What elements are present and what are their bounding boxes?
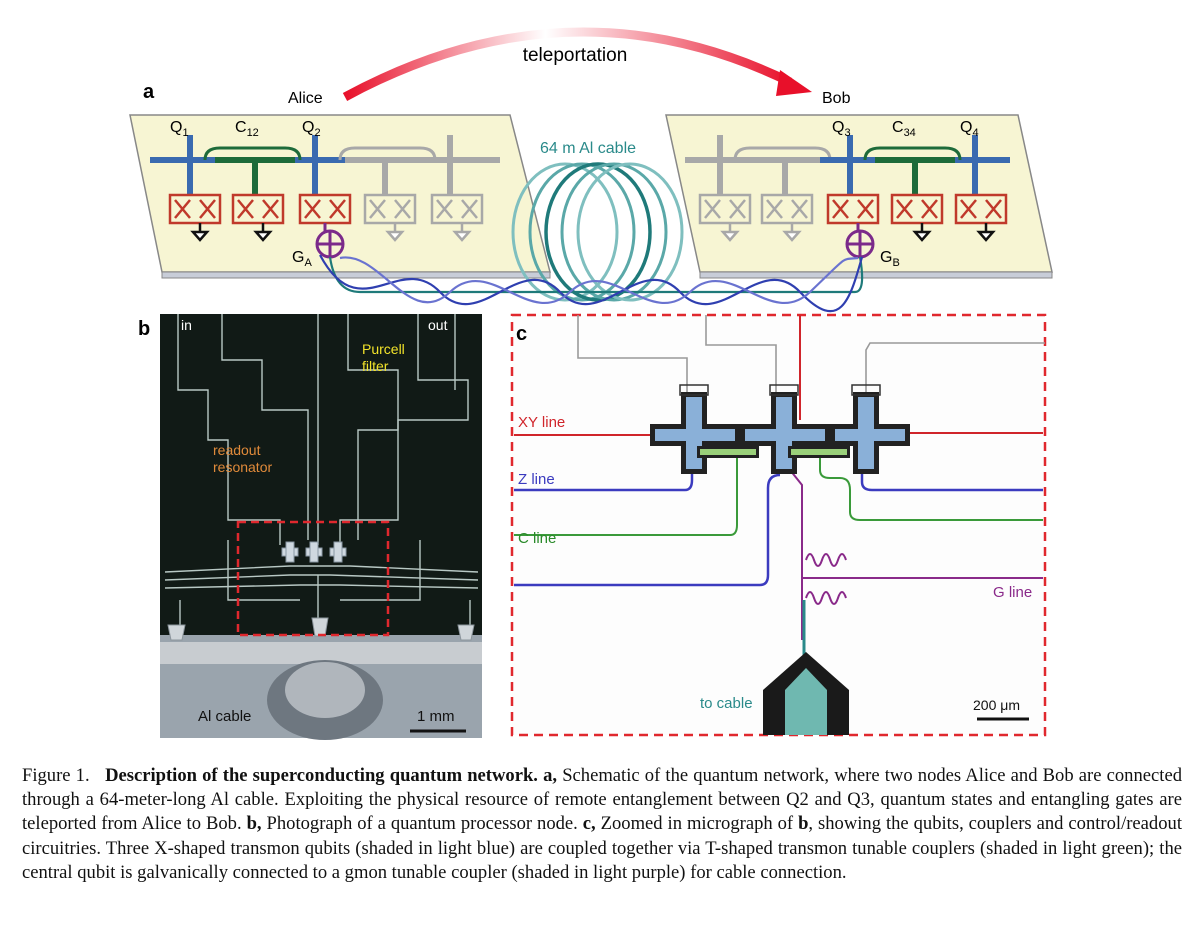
c-lines	[514, 452, 1043, 536]
label-ga: GA	[292, 249, 312, 269]
photo-bond-fingers	[160, 642, 482, 664]
label-q4: Q4	[960, 119, 979, 139]
photo-scale-label: 1 mm	[417, 708, 455, 725]
bob-unused-qubits	[685, 135, 840, 195]
cable-label: 64 m Al cable	[540, 140, 636, 157]
al-cable-coil	[511, 162, 684, 302]
g-line-label: G line	[993, 584, 1032, 601]
coupler-bars	[697, 446, 850, 458]
photo-launch-pads	[167, 617, 475, 641]
al-cable-wire	[319, 254, 864, 313]
figure-canvas: a teleportation Alice Bob	[129, 27, 1053, 740]
panel-c: c	[510, 313, 1047, 737]
bob-squids	[698, 193, 1008, 242]
caption-label: Figure 1.	[22, 765, 90, 786]
photo-qubit-cluster	[281, 541, 347, 563]
bob-qubit-q3	[820, 135, 880, 195]
label-c12: C12	[235, 119, 259, 139]
photo-zoom-box	[236, 520, 390, 637]
bob-coupler-c34	[863, 146, 962, 195]
xy-lines	[514, 432, 1043, 436]
to-cable-label: to cable	[700, 695, 753, 712]
xy-line-label: XY line	[518, 414, 565, 431]
caption-title: Description of the superconducting quant…	[105, 765, 538, 786]
readout-feeds	[577, 315, 1045, 392]
label-q1: Q1	[170, 119, 189, 139]
teleportation-label: teleportation	[523, 45, 628, 66]
photo-cable-label: Al cable	[198, 708, 251, 725]
label-gb: GB	[880, 249, 900, 269]
caption-c-label: c,	[582, 813, 596, 835]
photo-cable-end	[285, 662, 365, 718]
caption-b-label: b,	[246, 813, 262, 835]
figure-caption: Figure 1. Description of the superconduc…	[22, 764, 1182, 885]
z-lines	[514, 470, 1043, 587]
z-line-label: Z line	[518, 471, 555, 488]
caption-c-ref: b	[798, 813, 809, 835]
panel-b-letter: b	[138, 318, 150, 340]
purcell-label-2: filter	[362, 358, 389, 374]
panel-c-letter: c	[516, 323, 527, 345]
qubit-center	[740, 384, 830, 474]
c-line-label: C line	[518, 530, 556, 547]
caption-b-text: Photograph of a quantum processor node.	[266, 813, 578, 835]
panel-a-letter: a	[143, 81, 155, 103]
label-q3: Q3	[832, 119, 851, 139]
alice-squids	[168, 193, 484, 242]
photo-in-label: in	[181, 317, 192, 333]
alice-board-edge	[161, 271, 551, 279]
caption-c-text-2: , showing the qubits, couplers and contr…	[22, 813, 1182, 883]
teleportation-arrowhead	[776, 70, 812, 96]
teleportation-arrow	[342, 27, 792, 101]
caption-c-text-1: Zoomed in micrograph of	[600, 813, 794, 835]
alice-coupler-c12	[203, 146, 302, 195]
bob-board-edge	[699, 271, 1053, 279]
qubit-crosses	[650, 384, 910, 474]
readout-label-2: resonator	[213, 459, 272, 475]
label-q2: Q2	[302, 119, 321, 139]
alice-label: Alice	[288, 90, 323, 107]
bob-qubit-q4	[945, 135, 1010, 195]
caption-a-text: Schematic of the quantum network, where …	[22, 765, 1182, 835]
g-line	[789, 469, 1043, 640]
bob-label: Bob	[822, 90, 851, 107]
cable-pad-inner	[785, 668, 827, 735]
photo-out-label: out	[428, 317, 448, 333]
panel-c-scale-label: 200 μm	[973, 697, 1020, 713]
qubit-right	[830, 384, 910, 474]
readout-label-1: readout	[213, 442, 261, 458]
purcell-label-1: Purcell	[362, 341, 405, 357]
panel-b: b	[138, 314, 482, 740]
label-c34: C34	[892, 119, 916, 139]
alice-unused-qubits	[338, 135, 500, 195]
qubit-left	[650, 384, 740, 474]
panel-c-background	[512, 315, 1045, 735]
caption-a-label: a,	[543, 765, 558, 786]
panel-a: a teleportation Alice Bob	[129, 27, 1053, 313]
photo-circuit-lines	[164, 314, 479, 635]
